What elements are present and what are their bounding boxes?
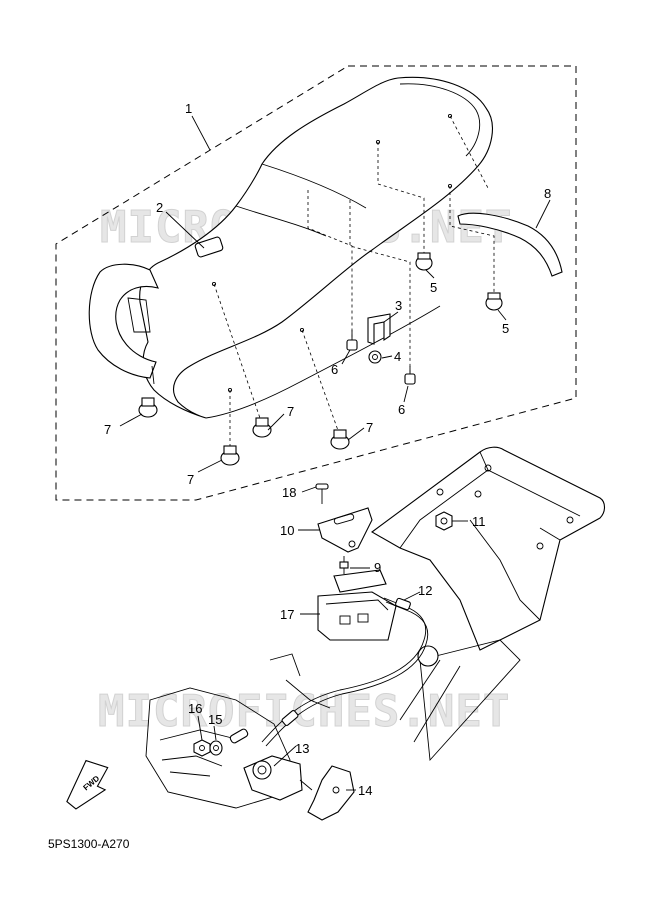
part-16-nut[interactable] [193, 739, 211, 757]
part-17-holder[interactable] [317, 591, 397, 641]
leader-lines [119, 115, 551, 791]
part-7-damper-c[interactable] [330, 429, 350, 450]
callout-5b: 5 [502, 321, 509, 336]
part-7-damper-d[interactable] [220, 445, 240, 466]
callout-7a: 7 [104, 422, 111, 437]
part-6-bolt-b[interactable] [404, 366, 416, 385]
callout-4: 4 [394, 349, 401, 364]
part-18-screw[interactable] [315, 483, 329, 504]
part-7-damper-a[interactable] [138, 397, 158, 418]
callout-5a: 5 [430, 280, 437, 295]
callout-11: 11 [472, 514, 486, 529]
callout-18: 18 [282, 485, 296, 500]
rear-frame [370, 446, 606, 762]
callout-15: 15 [208, 712, 222, 727]
watermark-bottom: MICROFICHES.NET [98, 686, 510, 737]
part-3-bracket[interactable] [367, 313, 391, 345]
part-9-screw[interactable] [339, 556, 349, 574]
callout-6b: 6 [398, 402, 405, 417]
part-4-nut[interactable] [368, 350, 382, 364]
diagram-code: 5PS1300-A270 [48, 837, 130, 851]
callout-7c: 7 [366, 420, 373, 435]
callout-2: 2 [156, 200, 163, 215]
fwd-arrow: FWD [66, 759, 109, 810]
seat-assembly-boundary [55, 65, 577, 501]
part-13-lock-assembly[interactable] [229, 728, 313, 801]
callout-1: 1 [185, 101, 192, 116]
callout-12: 12 [418, 583, 432, 598]
callout-9: 9 [374, 560, 381, 575]
latch-base[interactable] [333, 569, 387, 593]
callout-17: 17 [280, 607, 294, 622]
seat[interactable] [88, 76, 493, 419]
callout-13: 13 [295, 741, 309, 756]
part-10-bracket[interactable] [317, 507, 373, 553]
callout-8: 8 [544, 186, 551, 201]
part-15-clip[interactable] [209, 740, 223, 756]
callout-16: 16 [188, 701, 202, 716]
callout-3: 3 [395, 298, 402, 313]
part-8-seat-strap[interactable] [457, 212, 563, 277]
callout-14: 14 [358, 783, 372, 798]
part-6-bolt-a[interactable] [346, 330, 358, 351]
part-12-cable[interactable] [261, 597, 429, 747]
part-5-damper-a[interactable] [415, 252, 433, 271]
callout-7b: 7 [287, 404, 294, 419]
callout-labels: 1 2 3 4 5 5 6 6 7 7 7 7 8 9 10 11 12 13 … [104, 101, 551, 798]
callout-10: 10 [280, 523, 294, 538]
part-7-damper-b[interactable] [252, 417, 272, 438]
callout-7d: 7 [187, 472, 194, 487]
part-11-nut[interactable] [435, 511, 453, 531]
callout-6a: 6 [331, 362, 338, 377]
seat-assembly-lines [213, 115, 495, 452]
part-5-damper-b[interactable] [485, 292, 503, 311]
part-14-latch-hook[interactable] [307, 765, 355, 821]
